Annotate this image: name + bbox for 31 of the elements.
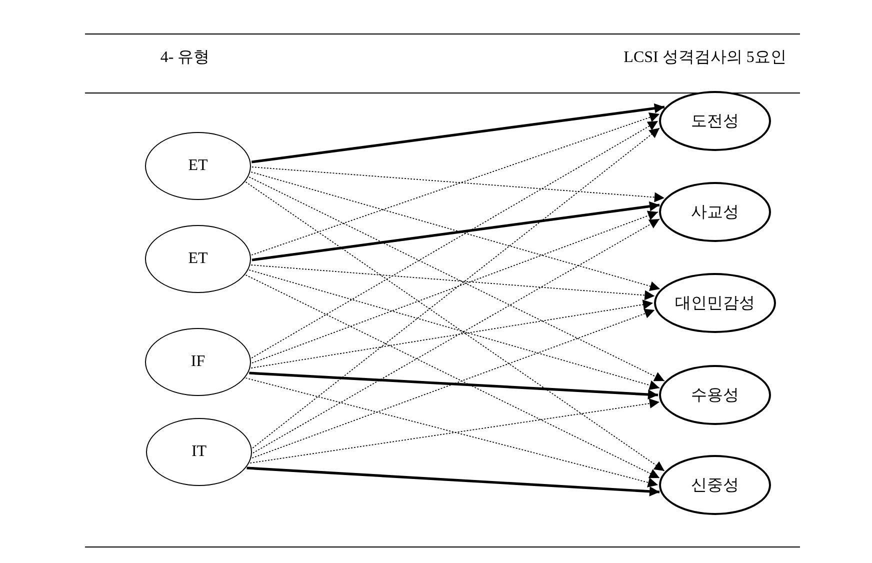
- arrow: [250, 398, 660, 464]
- column-header: LCSI 성격검사의 5요인: [624, 48, 786, 68]
- arrow: [250, 172, 660, 292]
- node-label: IT: [191, 443, 207, 461]
- arrow: [250, 264, 656, 300]
- arrow: [250, 300, 654, 368]
- arrow: [251, 120, 658, 358]
- arrow: [245, 378, 658, 488]
- arrow: [252, 210, 658, 364]
- arrow: [245, 274, 660, 478]
- arrow: [252, 201, 660, 262]
- node-label: ET: [188, 157, 208, 175]
- arrow: [252, 218, 660, 454]
- arrow: [251, 103, 665, 164]
- node-label: 대인민감성: [675, 294, 755, 314]
- arrow: [252, 166, 665, 202]
- arrow: [252, 128, 660, 448]
- node-label: ET: [188, 250, 208, 268]
- node-label: 수용성: [691, 386, 739, 406]
- arrow: [246, 466, 660, 496]
- node-label: 신중성: [691, 476, 739, 496]
- node-label: 도전성: [691, 112, 739, 132]
- arrow: [252, 308, 656, 458]
- arrow: [248, 270, 660, 390]
- arrow: [249, 372, 658, 400]
- arrow: [251, 112, 660, 256]
- arrow: [245, 182, 665, 472]
- arrow: [248, 176, 665, 382]
- node-label: 사교성: [691, 202, 739, 222]
- column-header: 4- 유형: [160, 48, 210, 68]
- node-label: IF: [190, 353, 206, 371]
